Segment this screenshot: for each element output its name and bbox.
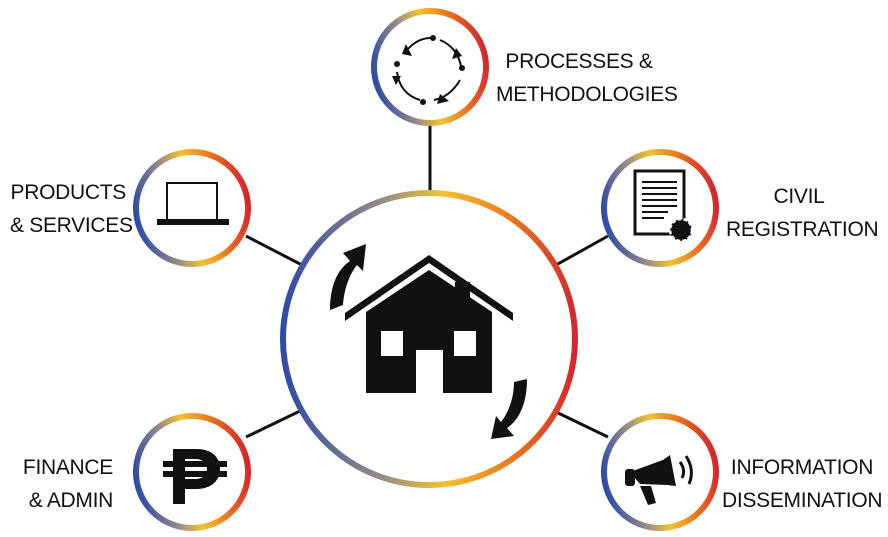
label-processes-line2: METHODOLOGIES <box>496 83 678 106</box>
connector-civil <box>555 234 609 267</box>
label-processes: PROCESSES & METHODOLOGIES <box>496 45 678 111</box>
laptop-icon <box>157 182 229 225</box>
label-products-line2: & SERVICES <box>10 214 133 237</box>
node-finance <box>133 413 251 531</box>
peso-sign-icon <box>163 449 227 504</box>
seal-icon <box>668 217 694 243</box>
megaphone-icon <box>625 455 676 505</box>
node-processes-ring <box>371 8 489 126</box>
label-civil-line1: CIVIL <box>773 185 825 208</box>
certificate-icon <box>633 169 694 243</box>
connectors <box>245 126 609 439</box>
house-icon <box>345 255 513 393</box>
label-information: INFORMATION DISSEMINATION <box>722 451 883 517</box>
label-information-line1: INFORMATION <box>730 456 874 479</box>
node-products <box>133 149 251 267</box>
cycle-arrows-heads <box>392 35 465 105</box>
node-products-ring <box>133 149 251 267</box>
curved-arrow-up-icon <box>330 244 366 310</box>
label-civil-line2: REGISTRATION <box>726 218 879 241</box>
label-finance-line1: FINANCE <box>22 456 113 479</box>
label-products: PRODUCTS & SERVICES <box>10 176 133 242</box>
label-products-line1: PRODUCTS <box>10 181 127 204</box>
connector-products <box>245 234 303 267</box>
node-civil <box>601 149 719 267</box>
label-civil: CIVIL REGISTRATION <box>726 180 879 246</box>
node-processes <box>371 8 489 126</box>
label-information-line2: DISSEMINATION <box>722 489 883 512</box>
label-finance-line2: & ADMIN <box>28 489 114 512</box>
label-processes-line1: PROCESSES & <box>505 50 653 73</box>
connector-information <box>553 409 609 439</box>
node-information <box>601 413 719 531</box>
label-finance: FINANCE & ADMIN <box>10 451 113 517</box>
hub-node <box>280 190 578 488</box>
curved-arrow-down-icon <box>491 379 527 439</box>
connector-finance <box>245 409 301 439</box>
cycle-arrows-icon <box>396 37 462 101</box>
sound-waves-icon <box>678 455 693 485</box>
